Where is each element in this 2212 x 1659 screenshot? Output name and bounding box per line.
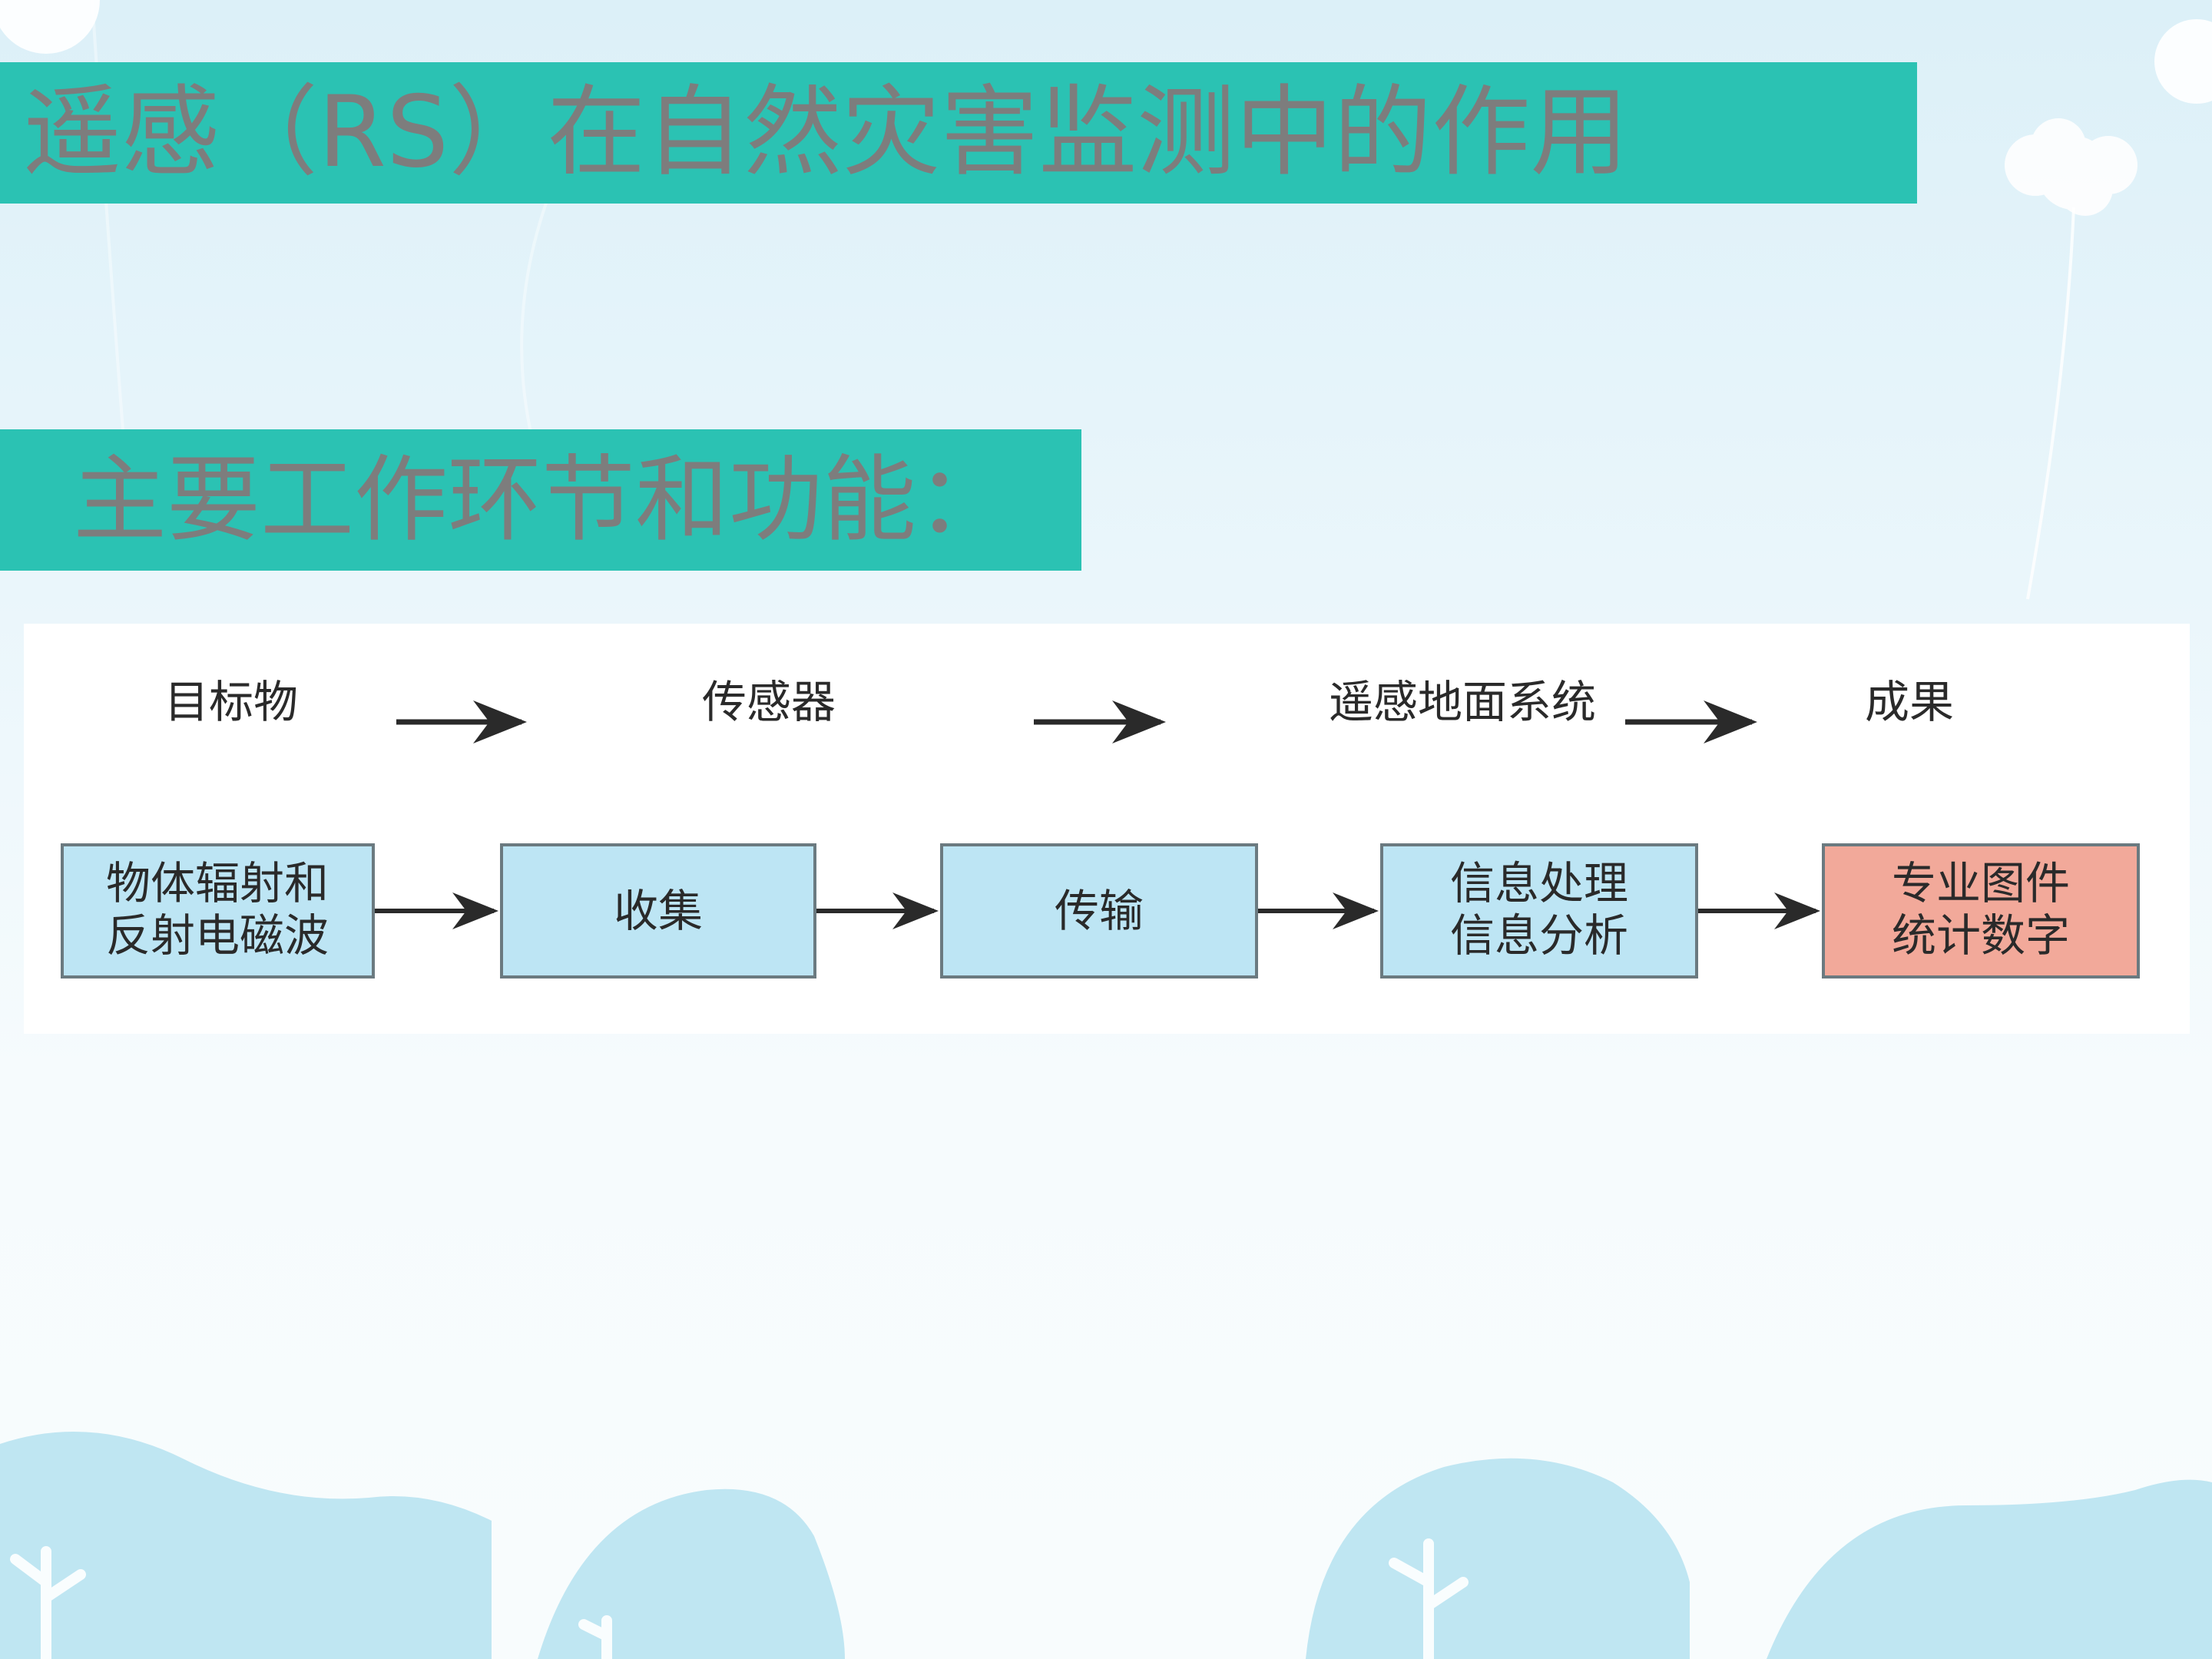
step-box-process	[1380, 843, 1698, 979]
title-bar: 遥感（RS）在自然灾害监测中的作用	[0, 62, 1917, 204]
step-box-transmit	[940, 843, 1258, 979]
step-label-process-line2: 信息分析	[1450, 909, 1628, 962]
stage-label-ground-system: 遥感地面系统	[1329, 676, 1596, 728]
cloud-right-edge	[2154, 19, 2212, 104]
step-label-output-line1: 专业图件	[1892, 857, 2070, 909]
step-label-radiation-line2: 反射电磁波	[106, 909, 329, 962]
subtitle-bar: 主要工作环节和功能：	[0, 429, 1081, 571]
stage-label-result: 成果	[1865, 676, 1954, 728]
cloud-top-left	[0, 0, 100, 54]
trees	[10, 1538, 1469, 1659]
hills	[0, 1432, 2212, 1659]
stage-label-target: 目标物	[164, 676, 298, 728]
workflow-diagram-svg: 目标物 传感器 遥感地面系统 成果 物体辐射和	[61, 676, 2140, 979]
step-label-output-line2: 统计数字	[1892, 909, 2070, 962]
slide-title: 遥感（RS）在自然灾害监测中的作用	[23, 75, 1629, 190]
stage-label-sensor: 传感器	[702, 676, 836, 728]
cloud-right	[2005, 118, 2137, 216]
step-label-radiation-line1: 物体辐射和	[106, 857, 329, 909]
workflow-diagram: 目标物 传感器 遥感地面系统 成果 物体辐射和	[24, 624, 2190, 1034]
step-box-collect	[500, 843, 816, 979]
step-label-collect: 收集	[614, 885, 703, 937]
step-label-transmit: 传输	[1055, 885, 1144, 937]
slide-subtitle: 主要工作环节和功能：	[73, 445, 1010, 555]
step-box-output	[1822, 843, 2140, 979]
step-label-process-line1: 信息处理	[1450, 857, 1628, 909]
cloud-string	[2026, 207, 2075, 600]
step-box-radiation	[61, 843, 375, 979]
